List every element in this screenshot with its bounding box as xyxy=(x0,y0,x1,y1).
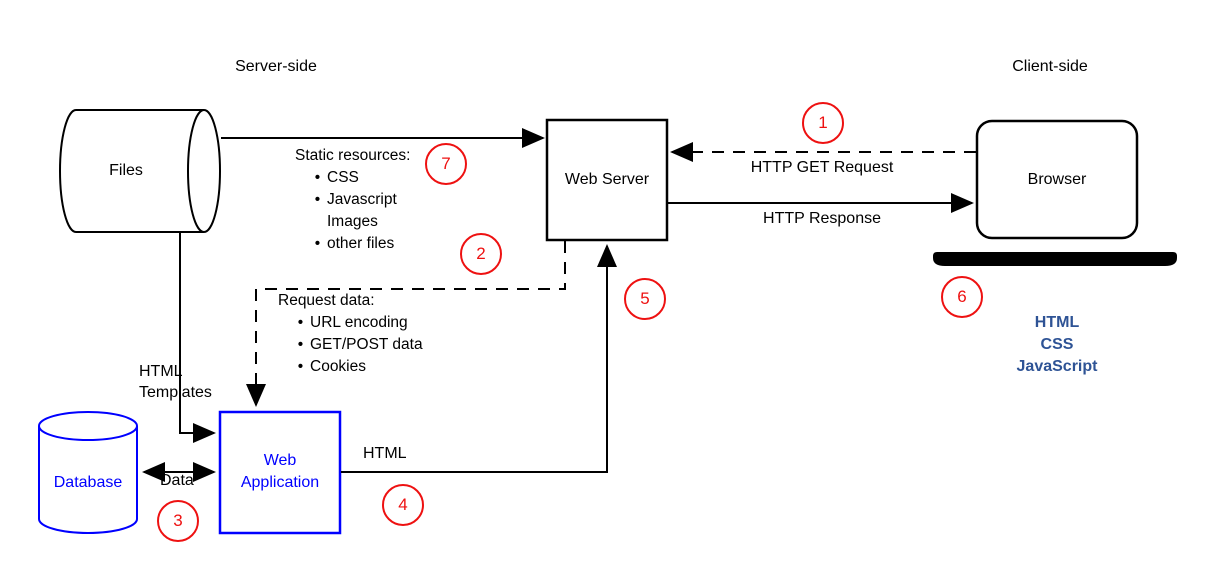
list-item-text: URL encoding xyxy=(310,314,408,331)
list-item: • URL encoding xyxy=(278,312,423,334)
connector-html-up xyxy=(341,244,617,473)
request-data-list: Request data: • URL encoding • GET/POST … xyxy=(278,291,423,378)
step-marker-6: 6 xyxy=(941,276,983,318)
web-application-label: Web Application xyxy=(240,452,320,491)
bullet-icon: • xyxy=(297,314,304,331)
files-label: Files xyxy=(109,162,143,179)
list-item-text: CSS xyxy=(327,169,359,186)
client-tech-html: HTML xyxy=(1034,314,1080,331)
list-item-text: GET/POST data xyxy=(310,336,423,353)
client-tech-stack: HTML CSS JavaScript xyxy=(1017,312,1098,378)
step-marker-1: 1 xyxy=(802,102,844,144)
client-tech-javascript: JavaScript xyxy=(1016,358,1098,375)
bullet-icon: • xyxy=(297,336,304,353)
step-marker-5: 5 xyxy=(624,278,666,320)
list-item: • CSS xyxy=(295,167,410,189)
list-item: • Images xyxy=(295,211,410,233)
list-item: • other files xyxy=(295,233,410,255)
data-label: Data xyxy=(160,472,194,489)
web-server-box xyxy=(545,118,669,242)
step-marker-7: 7 xyxy=(425,143,467,185)
browser-label: Browser xyxy=(1027,171,1087,188)
html-templates-label: HTML Templates xyxy=(139,363,212,401)
http-get-request-label: HTTP GET Request xyxy=(750,159,894,176)
laptop-base xyxy=(933,252,1177,266)
web-server-label: Web Server xyxy=(564,171,650,188)
bullet-icon: • xyxy=(314,235,321,252)
list-item-text: Cookies xyxy=(310,358,366,375)
browser-box xyxy=(975,119,1139,240)
list-item: • Cookies xyxy=(278,356,423,378)
list-item: • Javascript xyxy=(295,189,410,211)
step-marker-3: 3 xyxy=(157,500,199,542)
step-marker-4: 4 xyxy=(382,484,424,526)
connector-html-templates xyxy=(179,233,216,443)
web-application-box xyxy=(218,410,342,535)
list-item-text: Javascript xyxy=(327,191,397,208)
step-marker-2: 2 xyxy=(460,233,502,275)
request-data-title: Request data: xyxy=(278,292,375,309)
server-side-heading: Server-side xyxy=(235,58,317,75)
bullet-icon: • xyxy=(314,169,321,186)
database-cylinder xyxy=(38,411,138,534)
http-response-label: HTTP Response xyxy=(763,210,881,227)
static-resources-title: Static resources: xyxy=(295,147,411,164)
bullet-icon: • xyxy=(297,358,304,375)
list-item-text: other files xyxy=(327,235,395,252)
static-resources-list: Static resources: • CSS • Javascript • I… xyxy=(295,146,410,255)
connector-request-data-dashed xyxy=(246,241,566,407)
list-item-text: Images xyxy=(327,213,378,230)
database-label: Database xyxy=(53,474,123,491)
html-label: HTML xyxy=(363,445,407,462)
client-tech-css: CSS xyxy=(1040,336,1074,353)
bullet-icon: • xyxy=(314,191,321,208)
files-cylinder xyxy=(59,109,221,233)
list-item: • GET/POST data xyxy=(278,334,423,356)
client-side-heading: Client-side xyxy=(1012,58,1088,75)
